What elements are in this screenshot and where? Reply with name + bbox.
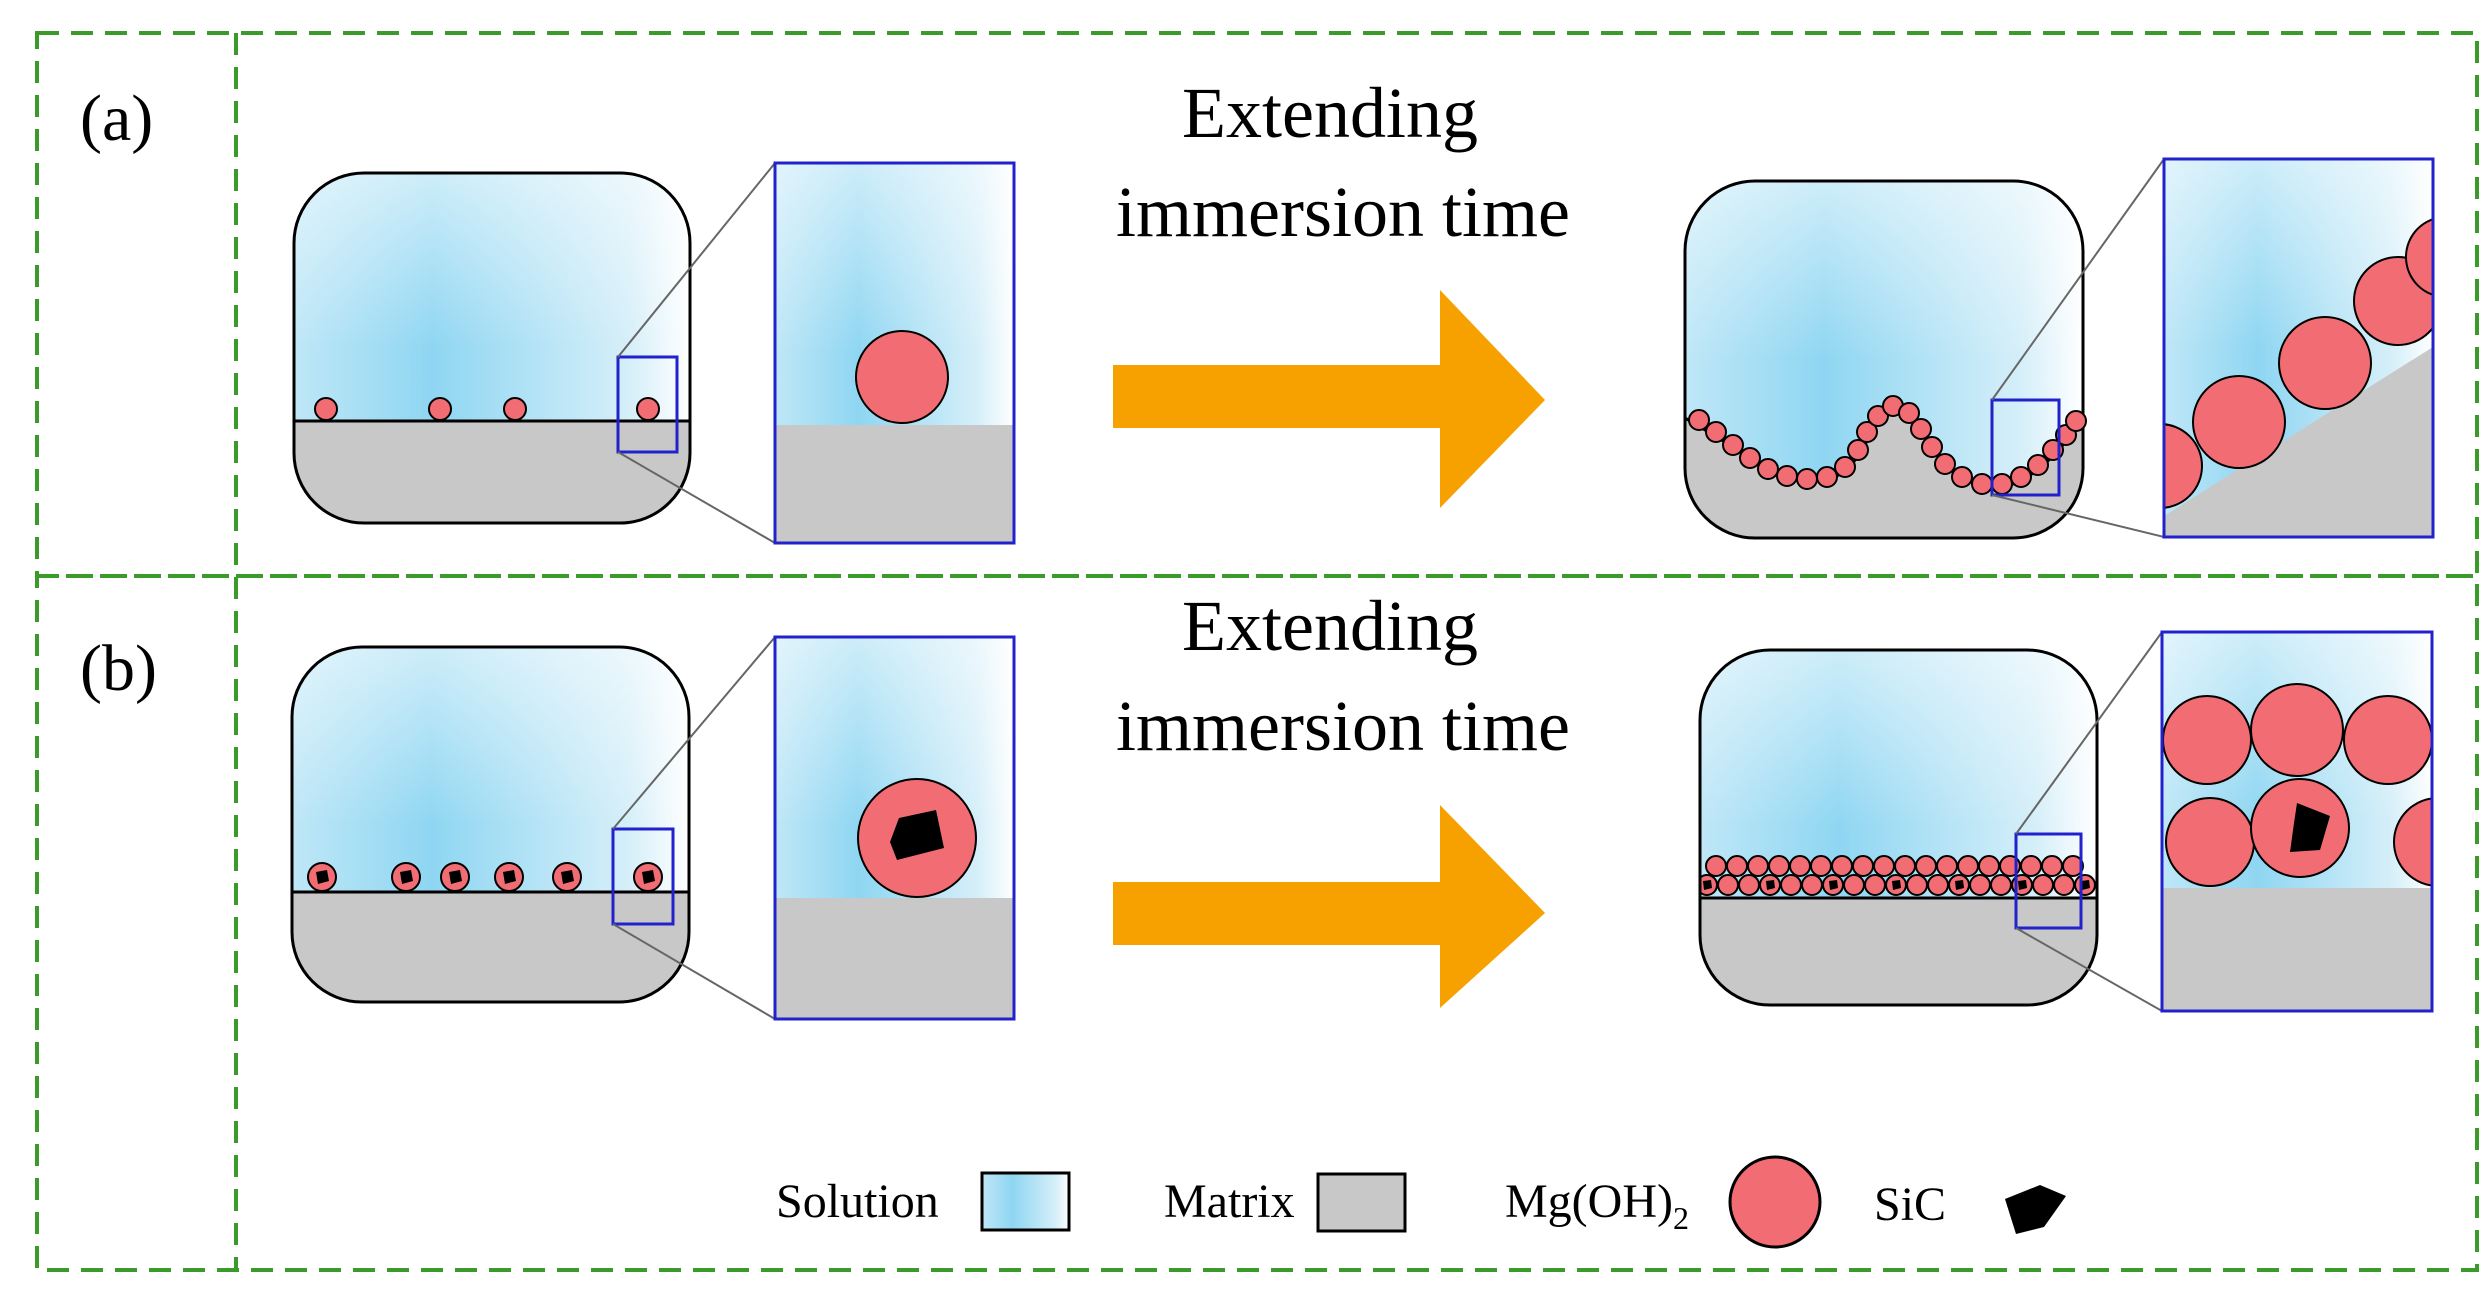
panel-b-arrow-text-line1: Extending: [1182, 586, 1478, 666]
legend-sic-swatch: [2005, 1185, 2066, 1234]
panel-b-extended-zoom: [2160, 630, 2434, 1013]
panel-b-arrow: [1113, 805, 1545, 1008]
mgoh2-particle: [1957, 855, 1979, 877]
panel-a-arrow-text-line2: immersion time: [1116, 172, 1570, 252]
sic-particle: [1703, 880, 1712, 890]
panel-b-extended-container: [1698, 648, 2099, 1007]
mgoh2-particle: [1768, 855, 1790, 877]
legend-matrix-swatch: [1316, 1172, 1407, 1233]
mgoh2-particle: [1831, 855, 1853, 877]
sic-particle: [1766, 880, 1775, 890]
panel-b-initial-zoom: [773, 635, 1016, 1021]
mgoh2-particles: [2162, 683, 2432, 887]
mgoh2-particle: [1894, 855, 1916, 877]
zoom-indicator: [1990, 398, 2061, 497]
panel-b-initial-container: [290, 645, 691, 1004]
panel-b-arrow-text-line2: immersion time: [1116, 686, 1570, 766]
zoom-indicator: [616, 355, 679, 454]
mgoh2-particle: [2020, 855, 2042, 877]
mgoh2-particles-with-sic: [307, 862, 663, 892]
mgoh2-particle: [1864, 874, 1886, 896]
mgoh2-particle: [1810, 855, 1832, 877]
mgoh2-particles: [314, 397, 660, 421]
sic-particle: [2081, 880, 2090, 890]
panel-a-label: (a): [80, 82, 153, 155]
mgoh2-particle: [1705, 855, 1727, 877]
mgoh2-particle: [1747, 855, 1769, 877]
mgoh2-particle: [1852, 855, 1874, 877]
mgoh2-particle: [1990, 874, 2012, 896]
matrix-region: [294, 421, 690, 523]
mgoh2-particle: [2032, 874, 2054, 896]
mgoh2-particle: [1738, 874, 1760, 896]
legend-mgoh2-label: Mg(OH)2: [1505, 1175, 1689, 1236]
mgoh2-particle: [1915, 855, 1937, 877]
sic-particle: [2290, 803, 2330, 852]
zoom-indicator: [2014, 832, 2083, 930]
mgoh2-particle: [1780, 874, 1802, 896]
panel-frames: [35, 31, 2479, 1272]
sic-particle: [890, 810, 944, 860]
mgoh2-particle: [1969, 874, 1991, 896]
legend-mgoh2-swatch: [1728, 1155, 1822, 1249]
mgoh2-particle: [1801, 874, 1823, 896]
panel-a-arrow-text-line1: Extending: [1182, 73, 1478, 153]
panel-a-frame: [35, 31, 2479, 578]
sic-particle: [1892, 880, 1901, 890]
panel-a-initial-zoom: [773, 161, 1016, 545]
sic-particle: [1955, 880, 1964, 890]
matrix-region: [292, 892, 689, 1002]
mgoh2-particle: [1936, 855, 1958, 877]
mgoh2-particle: [1717, 874, 1739, 896]
sic-particle: [1829, 880, 1838, 890]
legend-solution-label: Solution: [776, 1175, 939, 1228]
legend-sic-label: SiC: [1874, 1178, 1946, 1231]
mgoh2-particle: [1726, 855, 1748, 877]
mgoh2-particle: [2041, 855, 2063, 877]
panel-b-label: (b): [80, 632, 157, 705]
mgoh2-particle: [855, 330, 949, 424]
mgoh2-particle: [1843, 874, 1865, 896]
panel-a-extended-container: [1683, 179, 2087, 540]
legend: Solution Matrix Mg(OH)2 SiC: [776, 1155, 2066, 1249]
zoom-indicator: [611, 827, 675, 926]
panel-a-initial-container: [292, 171, 692, 525]
panel-a-arrow: [1113, 290, 1545, 508]
mgoh2-particle: [1789, 855, 1811, 877]
legend-matrix-label: Matrix: [1164, 1175, 1295, 1228]
mgoh2-particle: [1873, 855, 1895, 877]
mgoh2-particle: [1978, 855, 2000, 877]
mgoh2-particle: [2062, 855, 2084, 877]
panel-a-extended-zoom: [2162, 157, 2435, 539]
mgoh2-particle: [2053, 874, 2075, 896]
mgoh2-particles: [2164, 218, 2433, 509]
matrix-region: [1700, 898, 2097, 1005]
panel-b-frame: [35, 574, 2479, 1272]
mgoh2-particle: [1906, 874, 1928, 896]
sic-particle: [2018, 880, 2027, 890]
mgoh2-particle: [1927, 874, 1949, 896]
mgoh2-layer: [1700, 855, 2096, 896]
legend-solution-swatch: [980, 1171, 1071, 1232]
